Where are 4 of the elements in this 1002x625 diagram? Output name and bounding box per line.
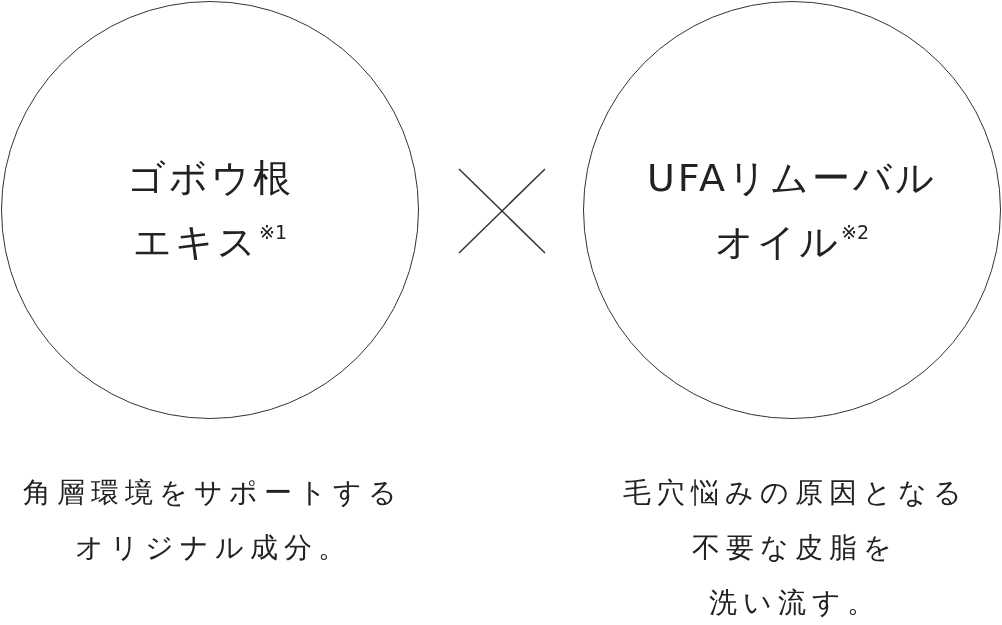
description-text: 毛穴悩みの原因となる不要な皮脂を洗い流す。: [621, 475, 969, 621]
ingredient-name: ゴボウ根エキス$^{※1}$: [125, 155, 295, 266]
ingredient-name: UFAリムーバルオイル$^{※2}$: [645, 155, 939, 266]
description-text: 角層環境をサポートするオリジナル成分。: [23, 475, 403, 566]
